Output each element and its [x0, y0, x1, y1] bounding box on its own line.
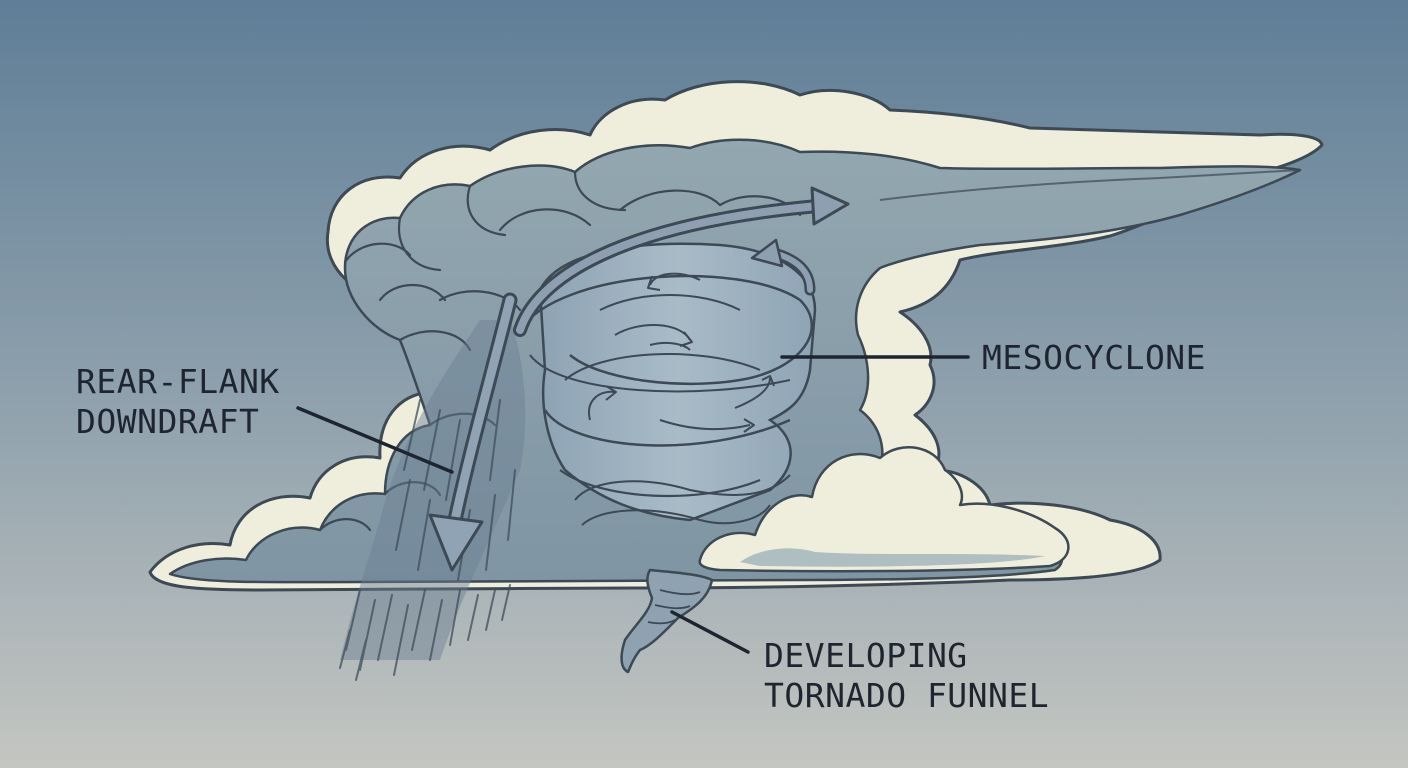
label-rear-flank-line2: DOWNDRAFT — [76, 402, 260, 441]
downdraft-arrow — [428, 292, 518, 572]
label-tornado-line1: DEVELOPING — [764, 636, 968, 675]
leader-line-tornado — [670, 610, 750, 654]
cloud-lower-right — [698, 446, 1070, 573]
label-developing-tornado-funnel: DEVELOPING TORNADO FUNNEL — [764, 636, 1049, 716]
label-tornado-line2: TORNADO FUNNEL — [764, 676, 1050, 715]
cloud-billow-lines — [318, 170, 802, 532]
label-rear-flank-downdraft: REAR-FLANK DOWNDRAFT — [76, 362, 280, 442]
cloud-lower-right-shade — [740, 548, 1045, 567]
tornado-funnel — [620, 568, 714, 674]
mesocyclone-column — [518, 242, 817, 526]
label-mesocyclone: MESOCYCLONE — [982, 338, 1207, 377]
label-rear-flank-line1: REAR-FLANK — [76, 362, 280, 401]
anvil-edge-line — [879, 169, 1301, 201]
leader-line-rear-flank — [296, 406, 454, 474]
rotation-arrow-top — [513, 186, 850, 337]
tornado-funnel-swirl — [647, 589, 701, 625]
rotation-arrow-upper-right — [750, 238, 816, 296]
